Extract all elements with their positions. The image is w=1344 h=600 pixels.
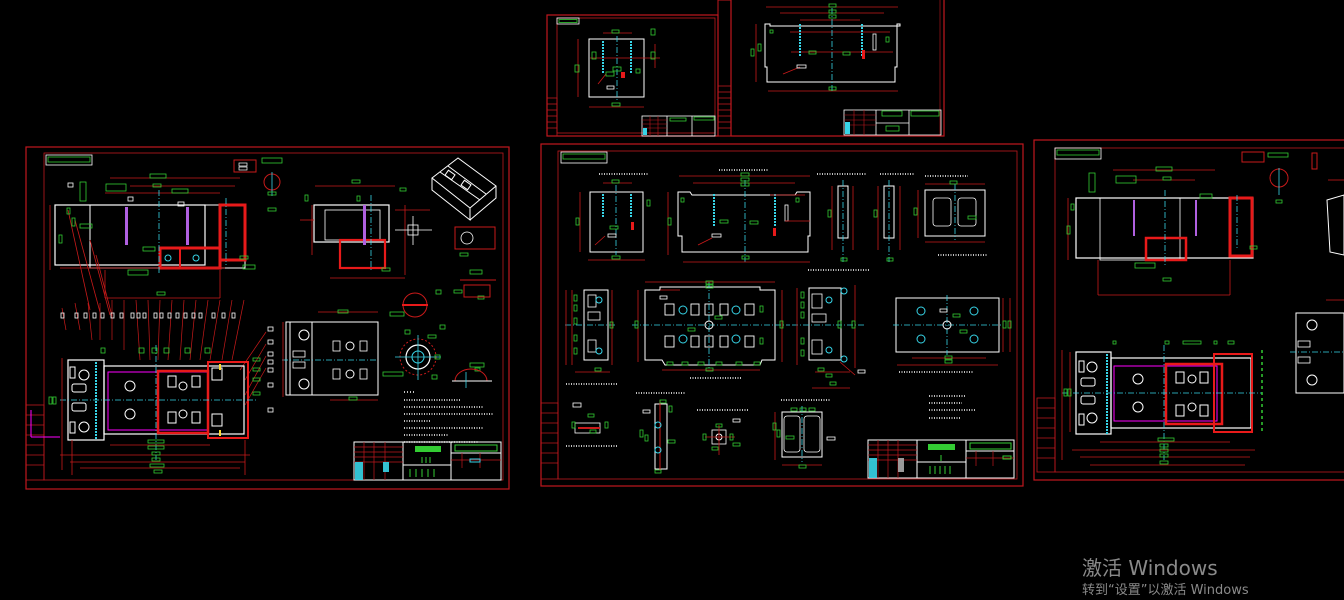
drawing-sheet-assembly-left — [25, 146, 510, 490]
title-block — [641, 115, 716, 137]
title-block — [867, 439, 1015, 479]
title-block — [353, 441, 502, 481]
technical-notes — [404, 391, 494, 443]
isometric-view — [431, 157, 497, 222]
drawing-sheet-top-left — [546, 14, 719, 137]
detail-top-right — [1241, 151, 1344, 256]
drawing-sheet-top-right — [717, 0, 945, 137]
drawing-sheet-assembly-right — [1033, 139, 1344, 481]
title-block — [843, 109, 942, 136]
drawing-sheet-parts-center — [540, 143, 1024, 487]
